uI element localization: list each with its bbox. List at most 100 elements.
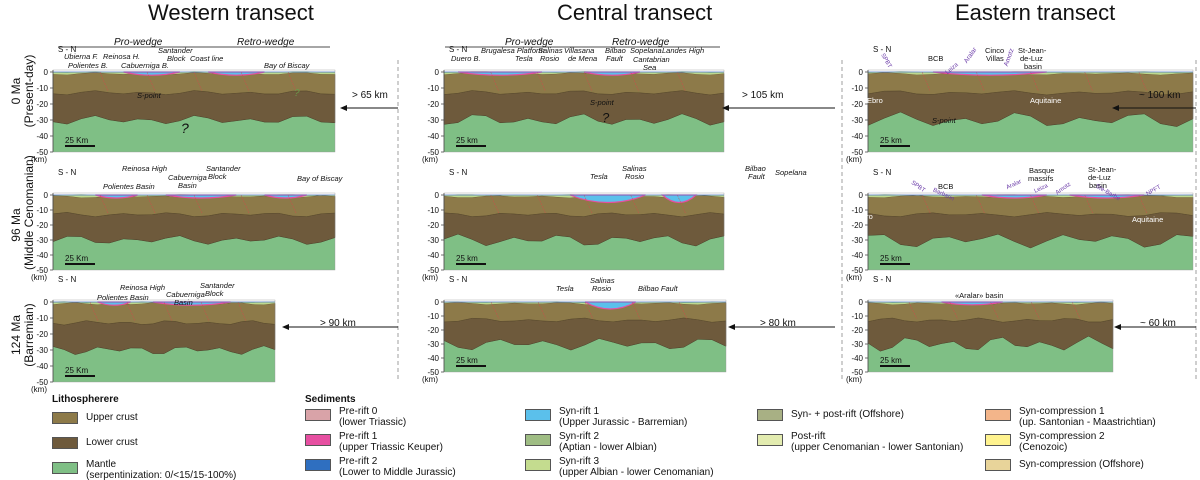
tick-label: -40 [427, 354, 439, 363]
legend-label-syn-rift-1: Syn-rift 1(Upper Jurassic - Barremian) [559, 406, 688, 428]
tick-label: -50 [36, 148, 48, 157]
axis-unit: (km) [846, 155, 862, 164]
lower-crust-layer [52, 320, 276, 355]
row-label-1: 96 Ma(Middle Cenomanian) [9, 155, 36, 270]
arrow-head [282, 324, 289, 330]
legend-label-post-rift: Post-rift(upper Cenomanian - lower Santo… [791, 431, 964, 453]
place-label: Bilbao Fault [638, 284, 678, 293]
tick-label: -10 [36, 314, 48, 323]
place-label: Basin [178, 181, 197, 190]
scale-bar-label: 25 Km [65, 366, 88, 375]
arrow-label-w2: > 90 km [320, 318, 356, 329]
axis-unit: (km) [846, 273, 862, 282]
place-label: Landes High [662, 46, 705, 55]
place-label: Reinosa H. [103, 52, 141, 61]
tick-label: -30 [427, 116, 439, 125]
place-label: de-Luz [1020, 54, 1043, 63]
place-label: Reinosa High [120, 283, 166, 292]
tick-label: -40 [851, 354, 863, 363]
section-frame [867, 192, 1194, 271]
tick-label: -10 [427, 84, 439, 93]
place-label: Santander [200, 281, 235, 290]
place-label: S-point [137, 91, 161, 100]
w-pro-wedge: Pro-wedge [114, 37, 163, 48]
place-label: Salinas [590, 276, 615, 285]
sn-label: S - N [58, 168, 76, 177]
section-frame [52, 69, 336, 153]
tick-label: 0 [44, 298, 49, 307]
tick-label: -30 [427, 236, 439, 245]
fault-line [677, 71, 686, 92]
section-frame [52, 299, 276, 383]
fault-line [193, 71, 203, 92]
fault-line [921, 71, 931, 92]
tick-label: -40 [36, 132, 48, 141]
section-frame [443, 299, 727, 373]
fault-line [630, 194, 639, 214]
tick-label: -50 [851, 368, 863, 377]
place-label: Sopelana [630, 46, 662, 55]
fault-line [99, 71, 109, 92]
c-retro-wedge: Retro-wedge [612, 37, 670, 48]
sn-label: S - N [873, 45, 891, 54]
place-label: S-point [932, 116, 956, 125]
place-label: Ebro [857, 212, 873, 221]
fault-line [126, 301, 136, 322]
tick-label: -50 [851, 266, 863, 275]
place-label: Block [205, 289, 224, 298]
place-label: Aquitaine [1132, 215, 1164, 224]
tick-label: -10 [427, 206, 439, 215]
section-frame [867, 299, 1114, 373]
place-label: Salinas [622, 164, 647, 173]
legend-label-syn-post-rift: Syn- + post-rift (Offshore) [791, 409, 904, 420]
legend-sediments-heading: Sediments [305, 394, 356, 405]
arrow-head [1114, 324, 1121, 330]
tick-label: -30 [36, 116, 48, 125]
place-label: Sea [643, 63, 657, 72]
scale-bar-label: 25 km [880, 356, 902, 365]
place-label: ? [602, 110, 610, 125]
place-label: Rosio [540, 54, 560, 63]
tick-label: -20 [427, 326, 439, 335]
place-label: Villasana [564, 46, 595, 55]
place-label: Polientes B. [68, 61, 109, 70]
tick-label: -30 [851, 116, 863, 125]
arrow-label-e2: ~ 60 km [1140, 318, 1176, 329]
fault-line [99, 194, 109, 214]
axis-unit: (km) [31, 155, 47, 164]
arrow-label-c0: > 105 km [742, 90, 784, 101]
section-frame [443, 69, 725, 153]
section-c0 [441, 69, 725, 153]
place-label: Ebro [867, 96, 883, 105]
scale-bar-label: 25 km [456, 136, 478, 145]
place-label: Santander [206, 164, 241, 173]
fault-line [1138, 194, 1148, 214]
fault-line [630, 71, 639, 92]
tick-label: -50 [36, 378, 48, 387]
place-label: Coast line [190, 54, 224, 63]
place-label: Bay of Biscay [264, 61, 310, 70]
place-label: basin [1089, 181, 1107, 190]
place-label: Duero B. [451, 54, 481, 63]
tick-label: -30 [36, 236, 48, 245]
fault-line [89, 301, 99, 322]
scale-bar-label: 25 Km [65, 136, 88, 145]
scale-bar-label: 25 km [880, 254, 902, 263]
tick-label: 0 [435, 191, 440, 200]
axis-unit: (km) [422, 155, 438, 164]
fault-line [976, 71, 985, 92]
tick-label: -50 [427, 368, 439, 377]
place-label: Fault [606, 54, 623, 63]
axis-unit: (km) [422, 273, 438, 282]
tick-label: -40 [851, 251, 863, 260]
place-label: Basque [1029, 166, 1055, 175]
row-label-2: 124 Ma(Barremian) [9, 303, 36, 367]
tick-label: -10 [427, 312, 439, 321]
place-label: BCB [928, 54, 944, 63]
fault-line [287, 71, 297, 92]
tick-label: -10 [851, 206, 863, 215]
fault-line [1030, 71, 1039, 92]
tick-label: -40 [36, 251, 48, 260]
